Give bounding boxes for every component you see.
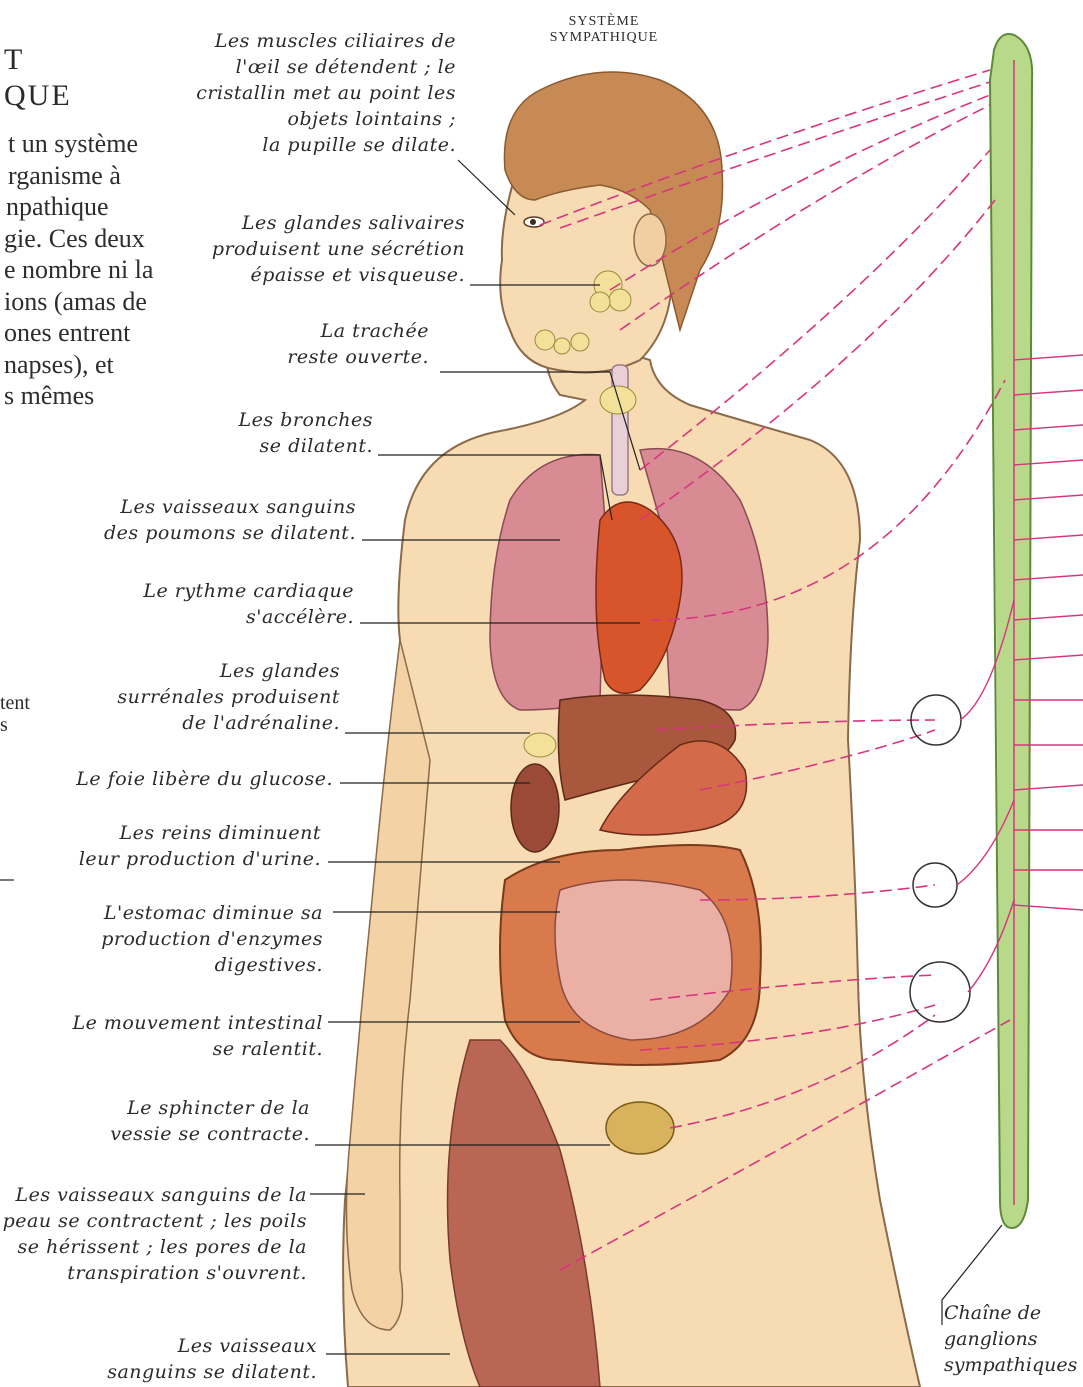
label-line: Les glandes — [117, 658, 340, 684]
heading-fragment: T QUE — [4, 42, 72, 114]
system-label-line: SYMPATHIQUE — [540, 30, 668, 46]
label-line: La trachée — [287, 318, 429, 344]
label-line: Le rythme cardiaque — [143, 578, 354, 604]
label-adrenal: Les glandes surrénales produisent de l'a… — [117, 658, 340, 736]
label-line: L'estomac diminue sa — [101, 900, 323, 926]
label-line: Les glandes salivaires — [212, 210, 465, 236]
intro-line: e nombre ni la — [4, 254, 153, 286]
side-line: s — [0, 714, 30, 736]
label-bronchi: Les bronches se dilatent. — [239, 407, 373, 459]
label-heart: Le rythme cardiaque s'accélère. — [143, 578, 354, 630]
label-line: épaisse et visqueuse. — [212, 262, 465, 288]
label-line: se hérissent ; les pores de la — [3, 1234, 307, 1260]
side-line: tent — [0, 692, 30, 714]
label-lung-vessels: Les vaisseaux sanguins des poumons se di… — [104, 494, 356, 546]
label-line: Les vaisseaux sanguins de la — [3, 1182, 307, 1208]
intro-line: napses), et — [4, 349, 153, 381]
label-line: cristallin met au point les — [196, 80, 456, 106]
label-line: leur production d'urine. — [79, 846, 321, 872]
label-line: se ralentit. — [72, 1036, 323, 1062]
label-sphincter: Le sphincter de la vessie se contracte. — [110, 1095, 310, 1147]
intro-line: t un système — [8, 128, 157, 160]
ganglion-circles — [910, 695, 970, 1022]
label-line: se dilatent. — [239, 433, 373, 459]
sympathetic-chain — [990, 34, 1032, 1228]
label-intestine: Le mouvement intestinal se ralentit. — [72, 1010, 323, 1062]
intro-line: ions (amas de — [4, 286, 153, 318]
label-line: Les bronches — [239, 407, 373, 433]
label-line: l'œil se détendent ; le — [196, 54, 456, 80]
label-liver: Le foie libère du glucose. — [76, 766, 333, 792]
label-line: production d'enzymes — [101, 926, 323, 952]
label-line: peau se contractent ; les poils — [3, 1208, 307, 1234]
label-line: objets lointains ; — [196, 106, 456, 132]
label-line: sympathiques — [944, 1352, 1077, 1378]
side-fragment: tent s — [0, 692, 30, 736]
system-label: SYSTÈME SYMPATHIQUE — [540, 14, 668, 46]
label-line: Le foie libère du glucose. — [76, 766, 333, 792]
label-line: Le mouvement intestinal — [72, 1010, 323, 1036]
label-line: produisent une sécrétion — [212, 236, 465, 262]
label-salivary: Les glandes salivaires produisent une sé… — [212, 210, 465, 288]
adrenal-gland — [524, 733, 556, 757]
label-line: reste ouverte. — [287, 344, 429, 370]
label-line: transpiration s'ouvrent. — [3, 1260, 307, 1286]
label-trachea: La trachée reste ouverte. — [287, 318, 429, 370]
system-label-line: SYSTÈME — [540, 14, 668, 30]
label-line: la pupille se dilate. — [196, 132, 456, 158]
label-kidneys: Les reins diminuent leur production d'ur… — [79, 820, 321, 872]
label-stomach: L'estomac diminue sa production d'enzyme… — [101, 900, 323, 978]
label-line: digestives. — [101, 952, 323, 978]
label-eye: Les muscles ciliaires de l'œil se détend… — [196, 28, 456, 158]
intro-line: gie. Ces deux — [4, 223, 153, 255]
intro-line: rganisme à — [8, 160, 157, 192]
heading-line-2: QUE — [4, 78, 72, 114]
label-line: Chaîne de — [944, 1300, 1077, 1326]
label-line: surrénales produisent — [117, 684, 340, 710]
label-chain: Chaîne de ganglions sympathiques — [944, 1300, 1077, 1378]
label-line: vessie se contracte. — [110, 1121, 310, 1147]
kidney — [511, 764, 559, 852]
label-line: ganglions — [944, 1326, 1077, 1352]
intro-line: ones entrent — [4, 317, 153, 349]
label-line: s'accélère. — [143, 604, 354, 630]
label-line: des poumons se dilatent. — [104, 520, 356, 546]
label-line: sanguins se dilatent. — [107, 1359, 317, 1385]
small-intestine — [555, 880, 732, 1040]
label-line: Les vaisseaux sanguins — [104, 494, 356, 520]
label-line: de l'adrénaline. — [117, 710, 340, 736]
label-line: Les muscles ciliaires de — [196, 28, 456, 54]
label-skin: Les vaisseaux sanguins de la peau se con… — [3, 1182, 307, 1286]
heading-line-1: T — [4, 42, 72, 78]
label-muscle-vessels: Les vaisseaux sanguins se dilatent. — [107, 1333, 317, 1385]
intro-paragraph: t un système rganisme à npathique gie. C… — [0, 128, 149, 412]
label-line: Les reins diminuent — [79, 820, 321, 846]
label-line: Le sphincter de la — [110, 1095, 310, 1121]
label-line: Les vaisseaux — [107, 1333, 317, 1359]
intro-line: npathique — [6, 191, 155, 223]
bladder — [606, 1102, 674, 1154]
intro-line: s mêmes — [4, 380, 153, 412]
